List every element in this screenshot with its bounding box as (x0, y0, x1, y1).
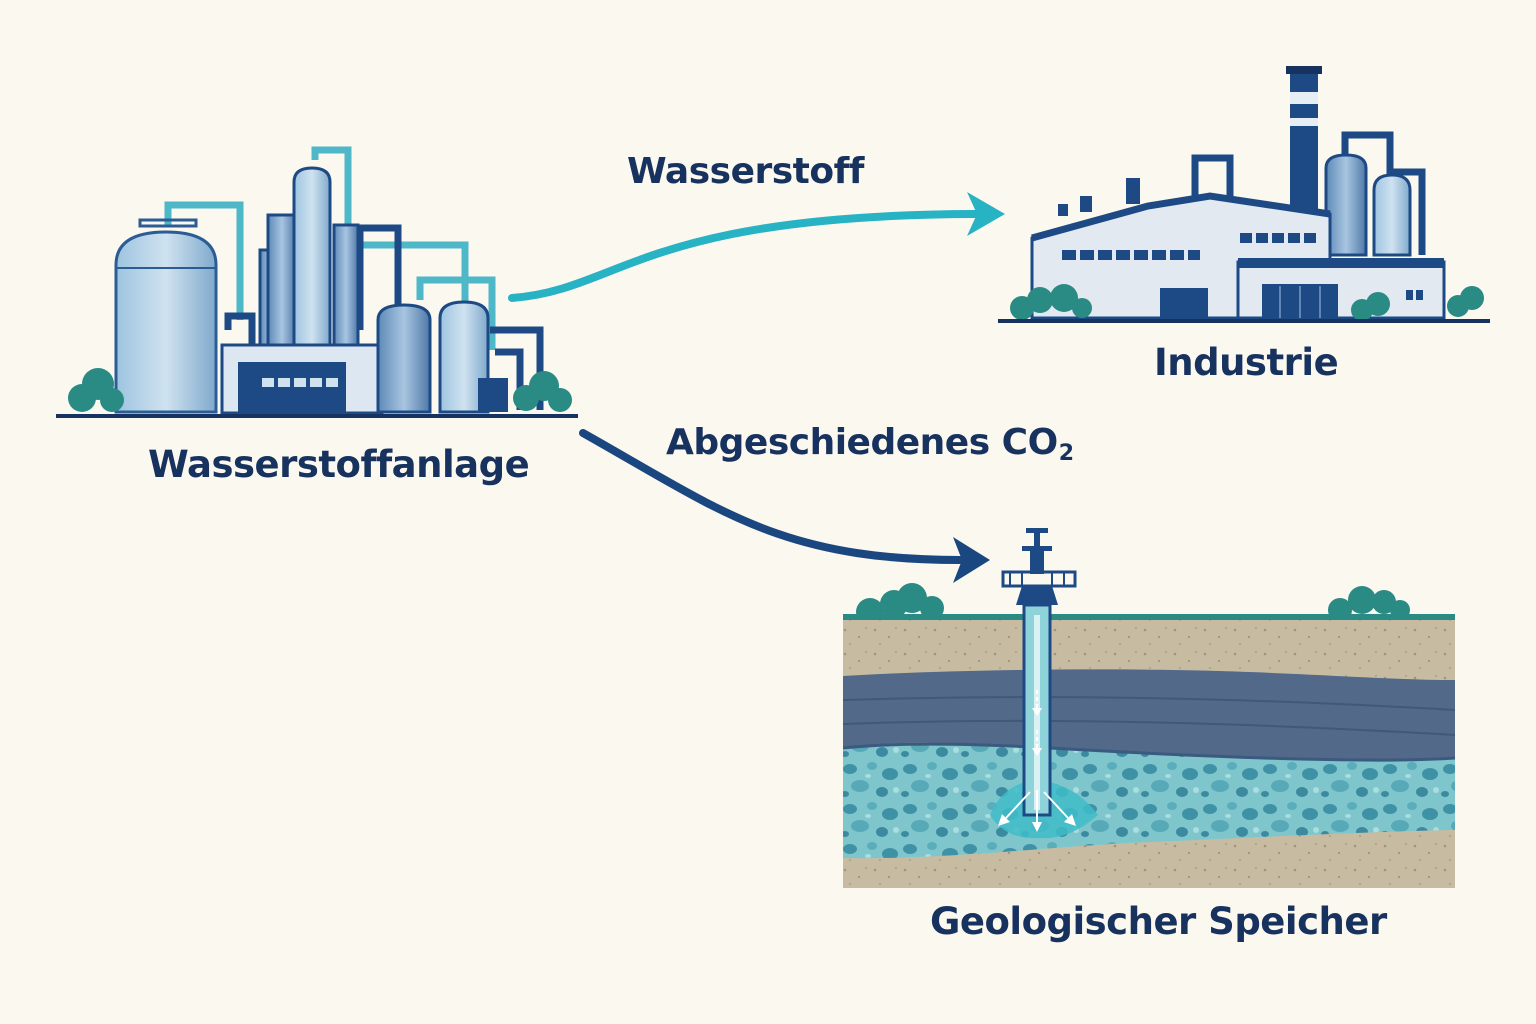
hydrogen-plant-illustration (56, 146, 578, 418)
plant-small-box (478, 378, 508, 412)
plant-control-building (220, 343, 384, 415)
plant-tank-mid (376, 303, 432, 414)
hydrogen-flow-arrow (508, 192, 1005, 302)
plant-large-tank (114, 218, 218, 414)
plant-bushes (68, 368, 572, 412)
injection-arrows (998, 690, 1076, 832)
industry-chimney (1286, 66, 1322, 213)
industry-label: Industrie (1154, 341, 1339, 384)
co2-flow-label: Abgeschiedenes CO2 (666, 422, 1074, 466)
storage-surface-line (843, 614, 1455, 620)
hydrogen-flow-label: Wasserstoff (627, 151, 864, 192)
rock-layer-shale (843, 669, 1455, 761)
co2-flow-label-text: Abgeschiedenes CO (666, 422, 1058, 463)
industry-tank-1 (1324, 153, 1368, 257)
co2-flow-arrow (579, 429, 990, 583)
hydrogen-plant-label: Wasserstoffanlage (148, 443, 530, 486)
industry-bushes (1010, 284, 1484, 321)
industry-annex (1236, 258, 1446, 320)
industry-tank-2 (1372, 173, 1412, 257)
plant-tank-right (438, 300, 490, 414)
rock-layer-reservoir (843, 744, 1455, 859)
co2-subscript: 2 (1058, 441, 1074, 466)
industry-roof-stacks (1058, 178, 1140, 216)
geological-storage-illustration (843, 528, 1455, 888)
storage-cross-section (843, 618, 1455, 888)
geological-storage-label: Geologischer Speicher (930, 900, 1387, 943)
industry-illustration (998, 66, 1490, 323)
